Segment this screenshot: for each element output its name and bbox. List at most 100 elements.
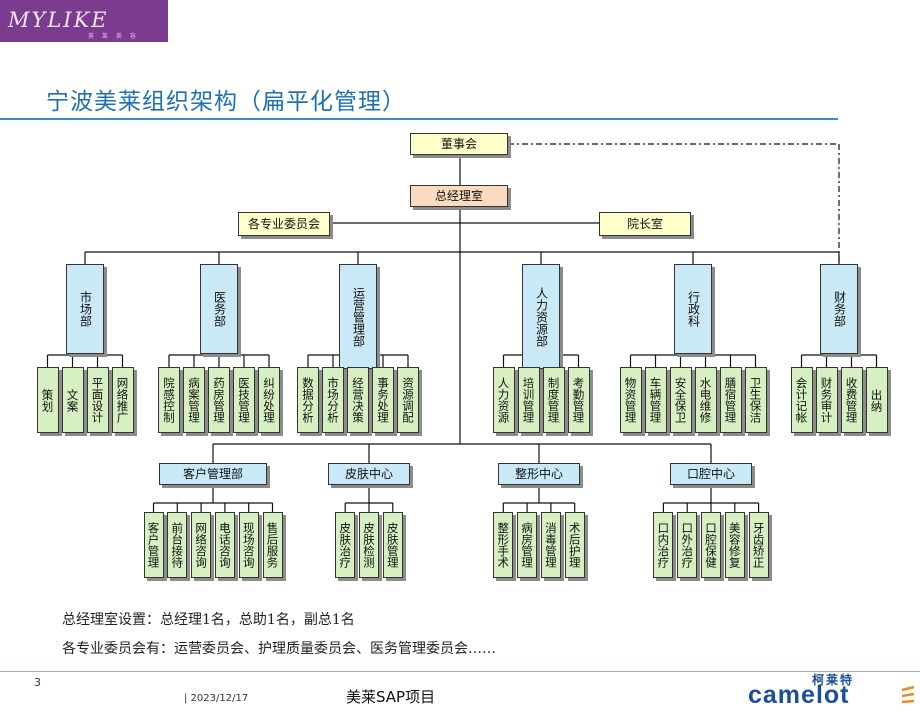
dept-child-box: 病案管理 — [183, 367, 205, 433]
center-child-label: 病房管理 — [520, 522, 535, 568]
dept-label: 财务部 — [832, 291, 847, 327]
dept-child-label: 网络推广 — [115, 377, 130, 423]
mylike-logo: MYLIKE 美 莱 美 容 — [0, 0, 168, 42]
center-child-box: 口内治疗 — [653, 512, 674, 578]
camelot-mark-icon — [901, 686, 915, 704]
center-child-box: 售后服务 — [262, 512, 283, 578]
dept-child-box: 策划 — [36, 367, 59, 433]
footer-project-name: 美莱SAP项目 — [346, 688, 436, 706]
dept-child-label: 卫生保洁 — [748, 377, 763, 423]
dept-child-label: 资源调配 — [401, 377, 415, 423]
dept-child-label: 医技管理 — [237, 377, 251, 423]
dept-child-box: 财务审计 — [815, 367, 838, 433]
center-child-box: 牙齿矫正 — [748, 512, 769, 578]
dept-child-box: 卫生保洁 — [744, 367, 767, 433]
center-box-3: 口腔中心 — [670, 463, 752, 485]
dept-box-5: 财务部 — [820, 264, 858, 354]
dept-child-box: 事务处理 — [372, 367, 394, 433]
dept-child-box: 平面设计 — [86, 367, 109, 433]
dept-child-label: 病案管理 — [187, 377, 201, 423]
dept-child-label: 事务处理 — [376, 377, 390, 423]
dept-child-box: 人力资源 — [492, 367, 515, 433]
center-child-label: 皮肤治疗 — [338, 522, 353, 568]
center-child-box: 美容修复 — [724, 512, 745, 578]
dept-child-label: 文案 — [65, 388, 80, 412]
center-child-box: 客户管理 — [143, 512, 164, 578]
center-child-box: 前台接待 — [167, 512, 188, 578]
center-child-box: 口外治疗 — [677, 512, 698, 578]
dept-box-2: 运营管理部 — [339, 264, 377, 369]
dept-child-label: 数据分析 — [301, 377, 315, 423]
center-child-label: 电话咨询 — [217, 522, 232, 568]
gm-office-note: 总经理室设置：总经理1名，总助1名，副总1名 — [62, 612, 355, 628]
dept-child-label: 考勤管理 — [571, 377, 586, 423]
center-child-box: 皮肤管理 — [382, 512, 403, 578]
dept-child-box: 会计记帐 — [790, 367, 813, 433]
dept-child-box: 经营决策 — [347, 367, 369, 433]
center-child-box: 电话咨询 — [214, 512, 235, 578]
center-child-label: 网络咨询 — [194, 522, 209, 568]
center-box-2: 整形中心 — [498, 463, 580, 485]
footer-date: | 2023/12/17 — [184, 693, 249, 704]
dept-child-box: 数据分析 — [297, 367, 319, 433]
dept-child-box: 网络推广 — [111, 367, 134, 433]
dept-child-label: 人力资源 — [496, 377, 511, 423]
dept-child-label: 会计记帐 — [794, 377, 809, 423]
gm-office-box: 总经理室 — [410, 185, 508, 207]
dept-child-label: 车辆管理 — [648, 377, 663, 423]
board-box: 董事会 — [410, 133, 508, 155]
center-child-label: 客户管理 — [146, 522, 161, 568]
center-child-label: 前台接待 — [170, 522, 185, 568]
center-child-box: 整形手术 — [493, 512, 514, 578]
dept-label: 医务部 — [212, 291, 227, 327]
title-divider — [0, 118, 838, 120]
dept-child-label: 纠纷处理 — [262, 377, 276, 423]
dept-child-box: 水电维修 — [694, 367, 717, 433]
center-child-label: 术后护理 — [567, 522, 582, 568]
center-child-label: 牙齿矫正 — [751, 522, 766, 568]
dept-label: 人力资源部 — [534, 286, 549, 347]
dept-box-3: 人力资源部 — [522, 264, 560, 369]
dept-child-box: 考勤管理 — [567, 367, 590, 433]
brand-chinese-name: 柯莱特 — [812, 673, 855, 687]
center-box-1: 皮肤中心 — [328, 463, 410, 485]
center-child-box: 皮肤检测 — [359, 512, 379, 578]
dept-child-box: 车辆管理 — [644, 367, 667, 433]
dept-child-label: 平面设计 — [90, 377, 105, 423]
center-child-box: 病房管理 — [517, 512, 538, 578]
dept-child-box: 出纳 — [865, 367, 888, 433]
dept-child-box: 药房管理 — [208, 367, 230, 433]
dept-child-label: 培训管理 — [521, 377, 536, 423]
camelot-logo: camelot — [748, 681, 850, 709]
dept-box-1: 医务部 — [200, 264, 238, 354]
center-child-box: 术后护理 — [564, 512, 585, 578]
dept-child-box: 物资管理 — [619, 367, 642, 433]
dept-label: 市场部 — [78, 291, 93, 327]
dept-child-box: 纠纷处理 — [258, 367, 280, 433]
center-child-label: 皮肤检测 — [362, 522, 376, 568]
center-box-0: 客户管理部 — [159, 463, 267, 485]
dept-child-box: 医技管理 — [233, 367, 255, 433]
dept-label: 运营管理部 — [351, 286, 366, 347]
logo-text: MYLIKE — [8, 8, 109, 32]
dept-label: 行政科 — [686, 291, 701, 327]
center-child-label: 美容修复 — [727, 522, 742, 568]
dept-child-label: 制度管理 — [546, 377, 561, 423]
dean-office-box: 院长室 — [599, 212, 691, 236]
center-child-box: 皮肤治疗 — [335, 512, 356, 578]
dept-child-label: 物资管理 — [623, 377, 638, 423]
center-child-label: 整形手术 — [496, 522, 511, 568]
dept-child-box: 收费管理 — [840, 367, 863, 433]
dept-child-label: 收费管理 — [844, 377, 859, 423]
dept-child-box: 文案 — [61, 367, 84, 433]
dept-child-label: 水电维修 — [698, 377, 713, 423]
footer-divider — [0, 671, 920, 672]
dept-child-label: 安全保卫 — [673, 377, 688, 423]
center-child-box: 现场咨询 — [238, 512, 259, 578]
dept-child-box: 膳宿管理 — [719, 367, 742, 433]
dept-child-box: 安全保卫 — [669, 367, 692, 433]
center-child-label: 售后服务 — [265, 522, 280, 568]
center-child-box: 网络咨询 — [191, 512, 212, 578]
dept-child-label: 经营决策 — [351, 377, 365, 423]
